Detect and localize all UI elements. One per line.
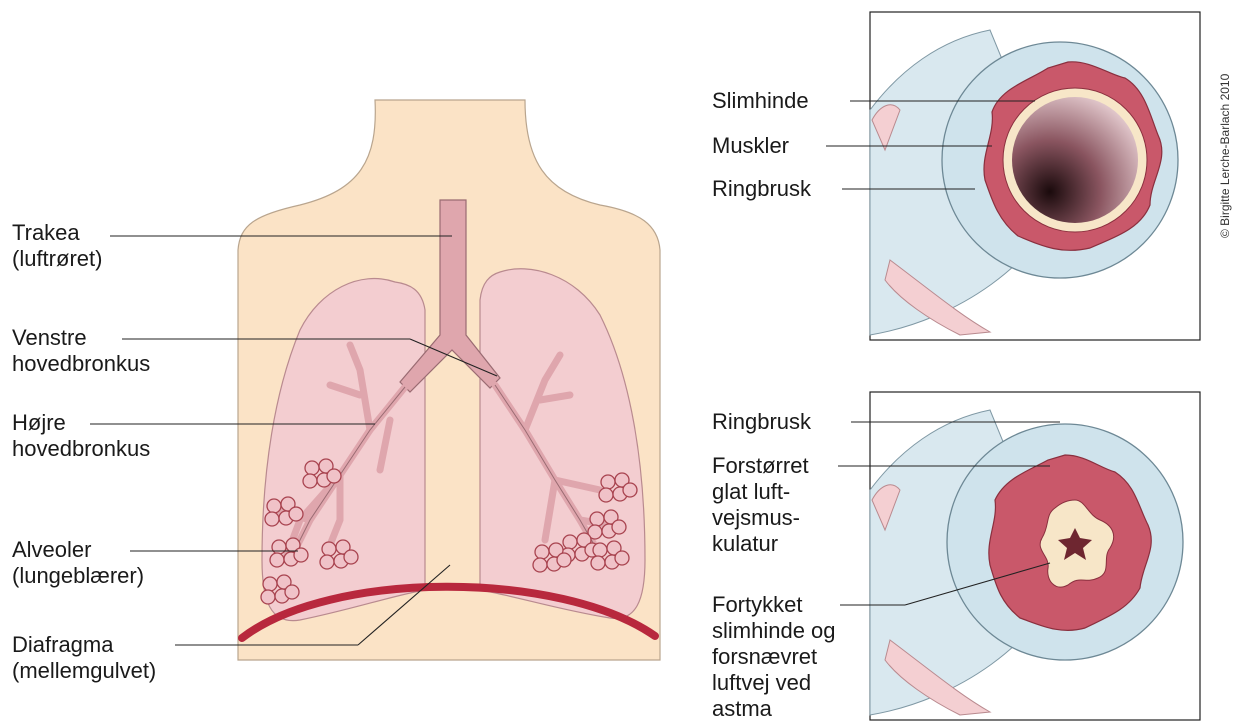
label-alveoli: Alveoler (lungeblærer) [12, 537, 144, 589]
label-trachea-line1: Trakea [12, 220, 102, 246]
label-muscles: Muskler [712, 133, 789, 159]
label-thickened-line3: forsnævret [712, 644, 836, 670]
bottom-airway-panel [870, 392, 1200, 720]
label-thickened-line2: slimhinde og [712, 618, 836, 644]
label-left-bronchus: Venstre hovedbronkus [12, 325, 150, 377]
label-alveoli-line1: Alveoler [12, 537, 144, 563]
label-left-bronchus-line1: Venstre [12, 325, 150, 351]
label-mucosa: Slimhinde [712, 88, 809, 114]
label-diaphragm-line1: Diafragma [12, 632, 156, 658]
label-thickened-line4: luftvej ved [712, 670, 836, 696]
label-alveoli-line2: (lungeblærer) [12, 563, 144, 589]
label-cartilage-top: Ringbrusk [712, 176, 811, 202]
label-left-bronchus-line2: hovedbronkus [12, 351, 150, 377]
label-diaphragm: Diafragma (mellemgulvet) [12, 632, 156, 684]
label-thickened-line1: Fortykket [712, 592, 836, 618]
label-trachea-line2: (luftrøret) [12, 246, 102, 272]
label-diaphragm-line2: (mellemgulvet) [12, 658, 156, 684]
label-right-bronchus-line1: Højre [12, 410, 150, 436]
label-cartilage-bottom: Ringbrusk [712, 409, 811, 435]
label-enlarged-muscle-line3: vejsmus- [712, 505, 809, 531]
label-thickened-line5: astma [712, 696, 836, 722]
label-thickened-mucosa: Fortykket slimhinde og forsnævret luftve… [712, 592, 836, 722]
label-enlarged-muscle-line1: Forstørret [712, 453, 809, 479]
label-right-bronchus-line2: hovedbronkus [12, 436, 150, 462]
copyright-text: © Birgitte Lerche-Barlach 2010 [1218, 74, 1232, 238]
label-enlarged-muscle: Forstørret glat luft- vejsmus- kulatur [712, 453, 809, 557]
label-enlarged-muscle-line4: kulatur [712, 531, 809, 557]
label-right-bronchus: Højre hovedbronkus [12, 410, 150, 462]
label-enlarged-muscle-line2: glat luft- [712, 479, 809, 505]
top-airway-panel [870, 12, 1200, 340]
label-trachea: Trakea (luftrøret) [12, 220, 102, 272]
